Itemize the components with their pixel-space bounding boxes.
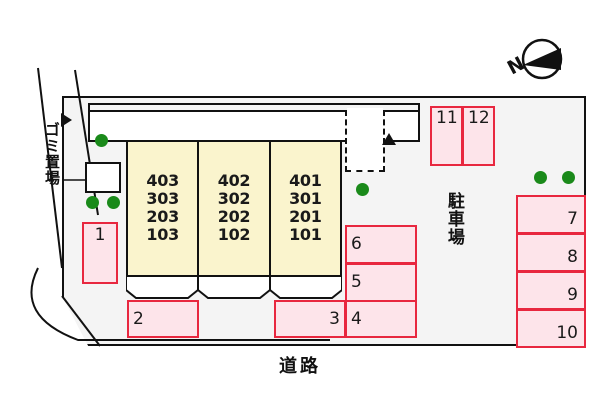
unit-column-east: 401 301 201 101 bbox=[269, 140, 342, 277]
unit-label: 102 bbox=[217, 224, 251, 244]
tree-icon bbox=[534, 171, 547, 184]
parking-stall-label: 12 bbox=[468, 108, 490, 128]
approach-arrow-icon bbox=[61, 113, 72, 127]
tree-icon bbox=[356, 183, 369, 196]
unit-label: 403 bbox=[146, 171, 179, 191]
entrance-walkway bbox=[345, 110, 385, 172]
parking-stall-label: 6 bbox=[351, 234, 362, 254]
parking-stall-label: 3 bbox=[329, 308, 340, 329]
parking-stall-10[interactable]: 10 bbox=[516, 309, 586, 348]
parking-stall-label: 2 bbox=[133, 308, 144, 329]
apartment-units: 403 303 203 103 402 302 202 102 401 301 … bbox=[126, 140, 342, 277]
parking-stall-label: 10 bbox=[556, 323, 578, 343]
balcony bbox=[126, 277, 198, 299]
unit-label: 301 bbox=[289, 189, 322, 209]
unit-label: 103 bbox=[146, 224, 179, 244]
parking-stall-8[interactable]: 8 bbox=[516, 233, 586, 272]
parking-stall-label: 4 bbox=[351, 308, 362, 329]
tree-icon bbox=[86, 196, 99, 209]
unit-label: 401 bbox=[289, 171, 322, 191]
entrance-arrow-icon bbox=[382, 133, 396, 145]
parking-stall-label: 7 bbox=[567, 209, 578, 229]
unit-label: 101 bbox=[289, 224, 322, 244]
entrance-walkway-joint bbox=[347, 108, 383, 116]
parking-stall-6[interactable]: 6 bbox=[345, 225, 417, 264]
parking-stall-4[interactable]: 4 bbox=[345, 300, 417, 338]
parking-stall-label: 5 bbox=[351, 272, 362, 292]
parking-stall-12[interactable]: 12 bbox=[462, 106, 495, 166]
parking-stall-9[interactable]: 9 bbox=[516, 271, 586, 310]
building-roof-edge bbox=[88, 103, 420, 112]
balcony bbox=[198, 277, 270, 299]
unit-label: 303 bbox=[146, 189, 179, 209]
unit-label: 201 bbox=[289, 207, 322, 226]
unit-column-center: 402 302 202 102 bbox=[198, 140, 270, 277]
compass-icon: N bbox=[500, 36, 572, 84]
parking-stall-3[interactable]: 3 bbox=[274, 300, 346, 338]
parking-stall-label: 1 bbox=[94, 225, 106, 245]
unit-column-west: 403 303 203 103 bbox=[126, 140, 199, 277]
unit-label: 202 bbox=[217, 207, 251, 226]
parking-lot-label: 駐車場 bbox=[443, 192, 464, 246]
parking-stall-label: 8 bbox=[567, 247, 578, 267]
tree-icon bbox=[107, 196, 120, 209]
parking-stall-11[interactable]: 11 bbox=[430, 106, 463, 166]
waste-area-label: ゴミ置場 bbox=[43, 122, 61, 186]
parking-stall-2[interactable]: 2 bbox=[127, 300, 199, 338]
parking-stall-5[interactable]: 5 bbox=[345, 263, 417, 302]
unit-label: 302 bbox=[217, 189, 251, 209]
parking-stall-7[interactable]: 7 bbox=[516, 195, 586, 234]
balconies bbox=[126, 277, 342, 299]
parking-stall-label: 11 bbox=[436, 108, 458, 128]
parking-stall-label: 9 bbox=[567, 285, 578, 305]
parking-stall-1[interactable]: 1 bbox=[82, 222, 118, 284]
balcony bbox=[270, 277, 342, 299]
unit-label: 402 bbox=[217, 171, 251, 191]
unit-label: 203 bbox=[146, 207, 179, 226]
tree-icon bbox=[95, 134, 108, 147]
waste-area-structure bbox=[85, 162, 121, 193]
tree-icon bbox=[562, 171, 575, 184]
road-label: 道路 bbox=[279, 356, 321, 377]
